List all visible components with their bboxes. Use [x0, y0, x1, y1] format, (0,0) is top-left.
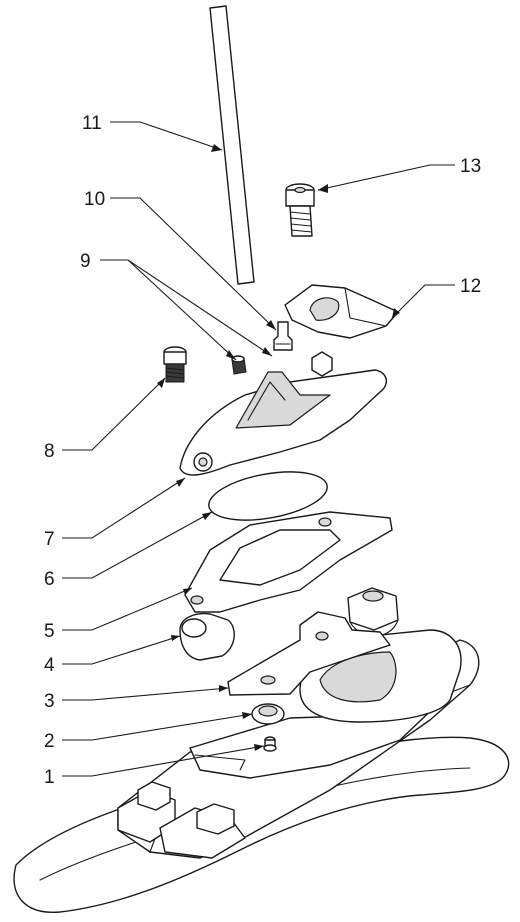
- callout-numbers: 11 13 10 9 12 8 7 6 5 4 3 2 1: [44, 113, 481, 788]
- arrowheads: [157, 144, 400, 751]
- callout-8: 8: [44, 441, 55, 462]
- part-9-grub-screw: [231, 355, 247, 375]
- keel-bolt-right: [159, 803, 246, 859]
- callout-4: 4: [44, 655, 55, 676]
- part-10-fitting: [273, 321, 293, 351]
- callout-7: 7: [44, 529, 55, 550]
- part-1-pin: [263, 736, 277, 752]
- part-13-cap-screw: [285, 183, 315, 237]
- part-3-plate: [227, 611, 391, 696]
- callout-13: 13: [460, 156, 481, 177]
- callout-5: 5: [44, 621, 55, 642]
- part-8-screw: [163, 346, 187, 383]
- callout-6: 6: [44, 569, 55, 590]
- part-12-clamp: [284, 284, 399, 339]
- part-7-cover: [179, 369, 387, 476]
- callout-2: 2: [44, 731, 55, 752]
- callout-3: 3: [44, 691, 55, 712]
- part-2-washer: [251, 703, 285, 725]
- callout-12: 12: [460, 276, 481, 297]
- part-5-frame: [184, 511, 393, 613]
- callout-11: 11: [82, 113, 102, 134]
- callout-10: 10: [84, 189, 105, 210]
- part-11-rod: [209, 5, 255, 285]
- part-6-disc: [208, 471, 328, 521]
- part-9-small-nut: [311, 351, 333, 377]
- callout-1: 1: [44, 767, 55, 788]
- leader-lines: [62, 121, 455, 777]
- callout-9: 9: [80, 251, 91, 272]
- part-4-bumper: [179, 612, 235, 661]
